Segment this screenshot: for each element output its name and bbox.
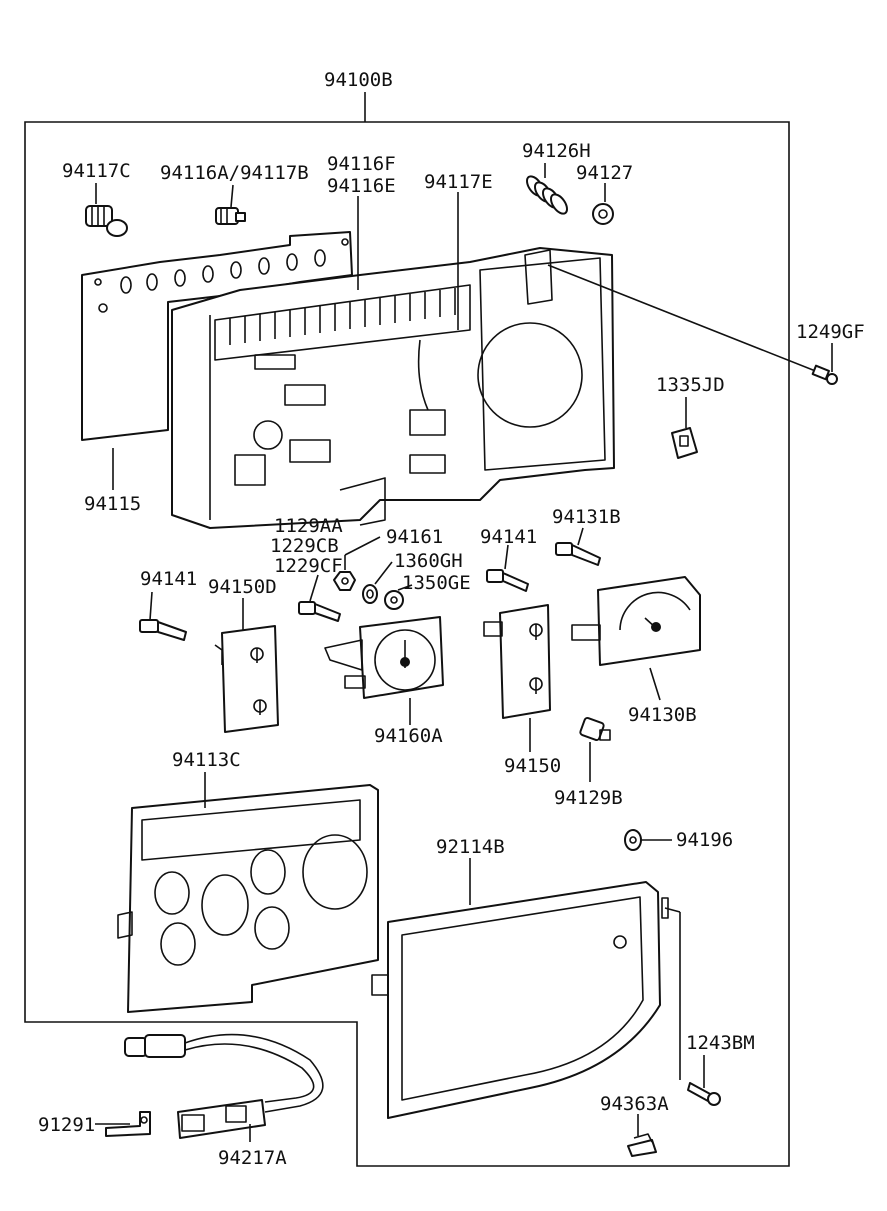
socket-94116A-drawing	[215, 207, 246, 225]
washer-94196-drawing	[624, 829, 642, 851]
label-94217A: 94217A	[218, 1147, 287, 1169]
gauge-94130B-drawing	[571, 576, 701, 666]
label-94117E: 94117E	[424, 171, 493, 193]
part-labels: 94100B 94117C 94116A/94117B 94116F 94116…	[38, 69, 865, 1169]
label-94127: 94127	[576, 162, 633, 184]
label-94116A-94117B: 94116A/94117B	[160, 162, 309, 184]
screw-1249GF-drawing	[811, 364, 838, 385]
label-1335JD: 1335JD	[656, 374, 725, 396]
window-92114B-drawing	[371, 881, 669, 1119]
washer-1350GE-drawing	[384, 590, 404, 610]
socket-94117C-drawing	[85, 205, 128, 237]
label-94116E: 94116E	[327, 175, 396, 197]
label-1350GE: 1350GE	[402, 572, 471, 594]
screw-left-drawing	[139, 619, 187, 641]
case-94100B-drawing	[171, 247, 615, 529]
clip-1335JD-drawing	[671, 427, 698, 459]
harness-94217A-drawing	[124, 1033, 324, 1139]
screw-mid-right-drawing	[486, 569, 529, 592]
nut-94161-drawing	[333, 571, 356, 591]
label-94141-right: 94141	[480, 526, 537, 548]
label-94161: 94161	[386, 526, 443, 548]
screw-1243BM-drawing	[687, 1082, 721, 1106]
label-94131B: 94131B	[552, 506, 621, 528]
gauge-94150-drawing	[483, 604, 551, 719]
label-94150: 94150	[504, 755, 561, 777]
clip-94363A-drawing	[627, 1133, 657, 1157]
label-94141-left: 94141	[140, 568, 197, 590]
label-1229CB: 1229CB	[270, 535, 339, 557]
bulb-94129B-drawing	[579, 716, 611, 742]
label-91291: 91291	[38, 1114, 95, 1136]
spring-94126H-drawing	[526, 175, 568, 215]
label-94116F: 94116F	[327, 153, 396, 175]
label-1360GH: 1360GH	[394, 550, 463, 572]
label-1249GF: 1249GF	[796, 321, 865, 343]
label-94160A: 94160A	[374, 725, 443, 747]
label-assembly-94100B: 94100B	[324, 69, 393, 91]
label-94363A: 94363A	[600, 1093, 669, 1115]
plate-94113C-drawing	[117, 784, 379, 1013]
label-94117C: 94117C	[62, 160, 131, 182]
label-1243BM: 1243BM	[686, 1032, 755, 1054]
label-94150D: 94150D	[208, 576, 277, 598]
washer-1360GH-drawing	[362, 584, 378, 604]
label-1229CF: 1229CF	[274, 555, 343, 577]
label-92114B: 92114B	[436, 836, 505, 858]
screw-mid-left-drawing	[298, 601, 341, 622]
label-1129AA: 1129AA	[274, 515, 343, 537]
gauge-94150D-drawing	[214, 625, 279, 733]
clip-94127-drawing	[592, 203, 614, 225]
label-94115: 94115	[84, 493, 141, 515]
label-94196: 94196	[676, 829, 733, 851]
bracket-91291-drawing	[105, 1111, 151, 1137]
screw-94131B-drawing	[555, 542, 601, 566]
gauge-94160A-drawing	[324, 616, 444, 699]
label-94113C: 94113C	[172, 749, 241, 771]
label-94130B: 94130B	[628, 704, 697, 726]
label-94126H: 94126H	[522, 140, 591, 162]
assembly-boundary-frame	[24, 121, 790, 1167]
label-94129B: 94129B	[554, 787, 623, 809]
